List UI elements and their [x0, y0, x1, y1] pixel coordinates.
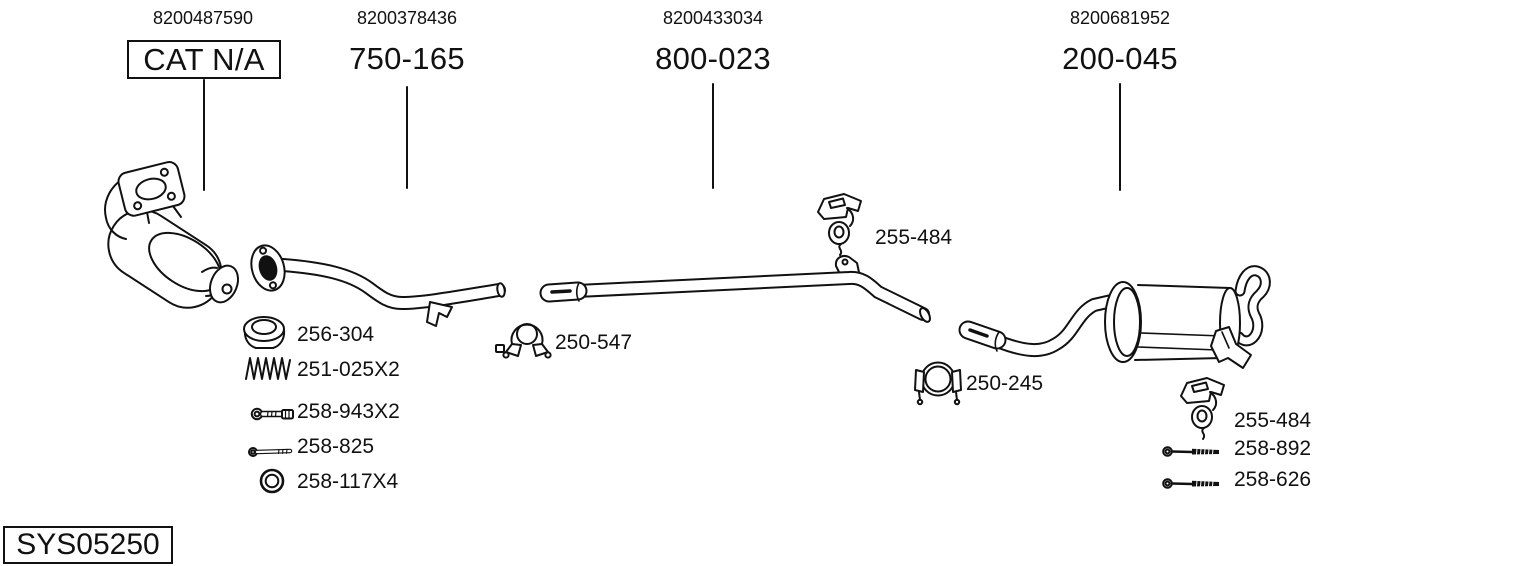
oem-ref-rear-silencer: 8200681952 [1069, 8, 1171, 28]
callout-gasket-ring: 256-304 [297, 323, 375, 346]
front-pipe-art [250, 244, 506, 327]
bolt-icon [1161, 445, 1221, 458]
callout-long-bolt: 258-825 [297, 435, 375, 458]
callout-bolt-892: 258-892 [1234, 437, 1312, 460]
callout-omega-clamp: 250-547 [555, 331, 633, 354]
callout-spring: 251-025X2 [297, 358, 400, 381]
gasket-ring-icon [243, 316, 286, 349]
part-label-cat: CAT N/A [127, 40, 281, 79]
omega-clamp-icon [495, 323, 552, 359]
hanger-icon [817, 193, 862, 256]
spring-icon [245, 357, 291, 380]
callout-bolt-626: 258-626 [1234, 468, 1312, 491]
oem-ref-front-pipe: 8200378436 [356, 8, 458, 28]
part-label-rear-silencer: 200-045 [1062, 41, 1178, 76]
bolt-icon [1161, 477, 1221, 490]
center-pipe-art [539, 255, 931, 323]
oem-ref-center-pipe: 8200433034 [662, 8, 764, 28]
callout-hanger-center: 255-484 [875, 226, 953, 249]
washer-icon [259, 468, 285, 494]
callout-washer: 258-117X4 [297, 470, 399, 493]
catalytic-converter-art [104, 161, 239, 309]
long-bolt-icon [248, 447, 293, 457]
callout-round-clamp: 250-245 [966, 372, 1044, 395]
hanger-icon [1180, 377, 1225, 440]
leader-lines [203, 79, 1121, 191]
round-clamp-icon [914, 361, 962, 406]
callout-hanger-rear: 255-484 [1234, 409, 1312, 432]
oem-ref-cat: 8200487590 [152, 8, 254, 28]
part-label-center-pipe: 800-023 [655, 41, 771, 76]
bolt-with-nut-icon [250, 407, 294, 421]
system-id-box: SYS05250 [3, 526, 173, 564]
rear-silencer-art [958, 265, 1271, 369]
part-label-front-pipe: 750-165 [349, 41, 465, 76]
callout-bolt-with-nut: 258-943X2 [297, 400, 400, 423]
